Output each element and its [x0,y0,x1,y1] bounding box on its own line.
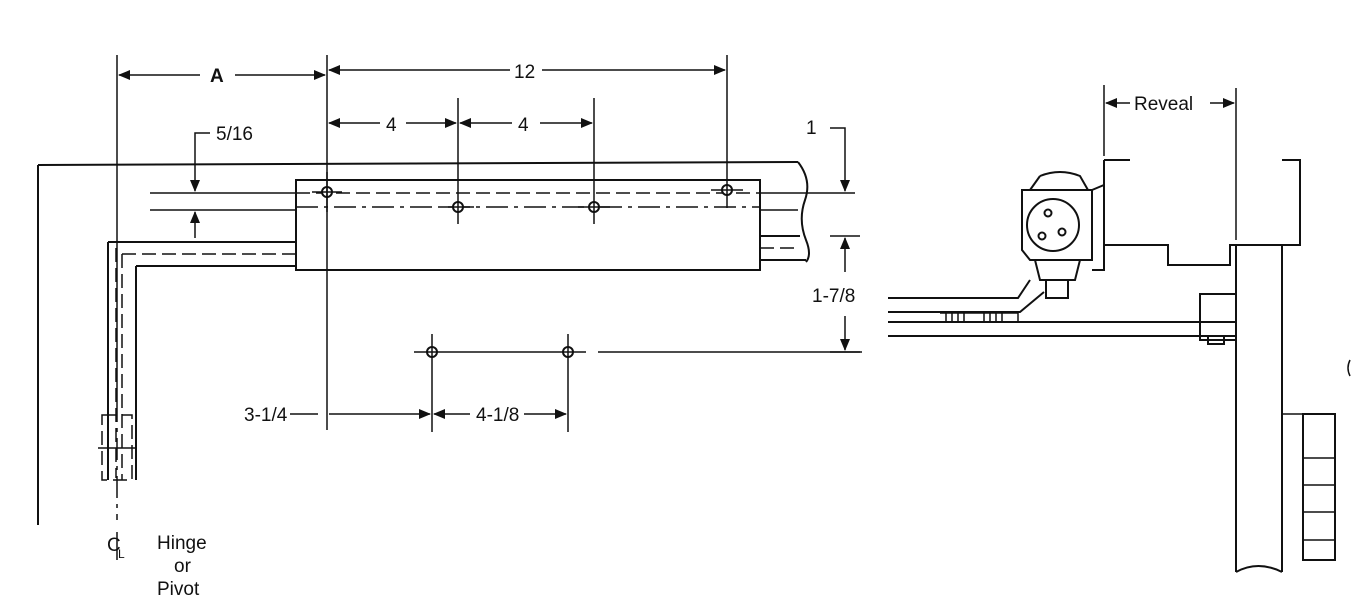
dimension-4-right-label: 4 [518,115,529,136]
dimension-4-1-8-label: 4-1/8 [476,405,519,426]
dimension-5-16-label: 5/16 [216,124,253,145]
dimension-12-label: 12 [514,62,535,83]
centerline-symbol: C L [107,532,125,561]
dimension-arrows [118,65,850,419]
hole-mark [711,172,743,208]
dimension-a-label: A [210,66,224,87]
hinge-symbol [98,400,136,520]
door-edge-outline [107,241,296,480]
centerline-l: L [118,547,125,561]
extension-lines [116,55,860,432]
hole-mark [442,190,474,224]
hole-mark [414,334,450,372]
frame-outline [37,161,855,525]
dimension-1-label: 1 [806,118,817,139]
closer-body [295,179,806,271]
hinge-label-line3: Pivot [157,579,200,600]
reveal-label: Reveal [1134,94,1193,115]
hinge-label-line1: Hinge [157,533,207,554]
dimension-4-left-label: 4 [386,115,397,136]
hinge-label-line2: or [174,556,192,577]
dimension-1-7-8-label: 1-7/8 [812,286,855,307]
mounting-holes [312,172,862,372]
hole-mark [550,334,586,372]
hole-mark [578,190,610,224]
dimension-3-1-4-label: 3-1/4 [244,405,288,426]
side-view: Reveal [888,85,1351,573]
